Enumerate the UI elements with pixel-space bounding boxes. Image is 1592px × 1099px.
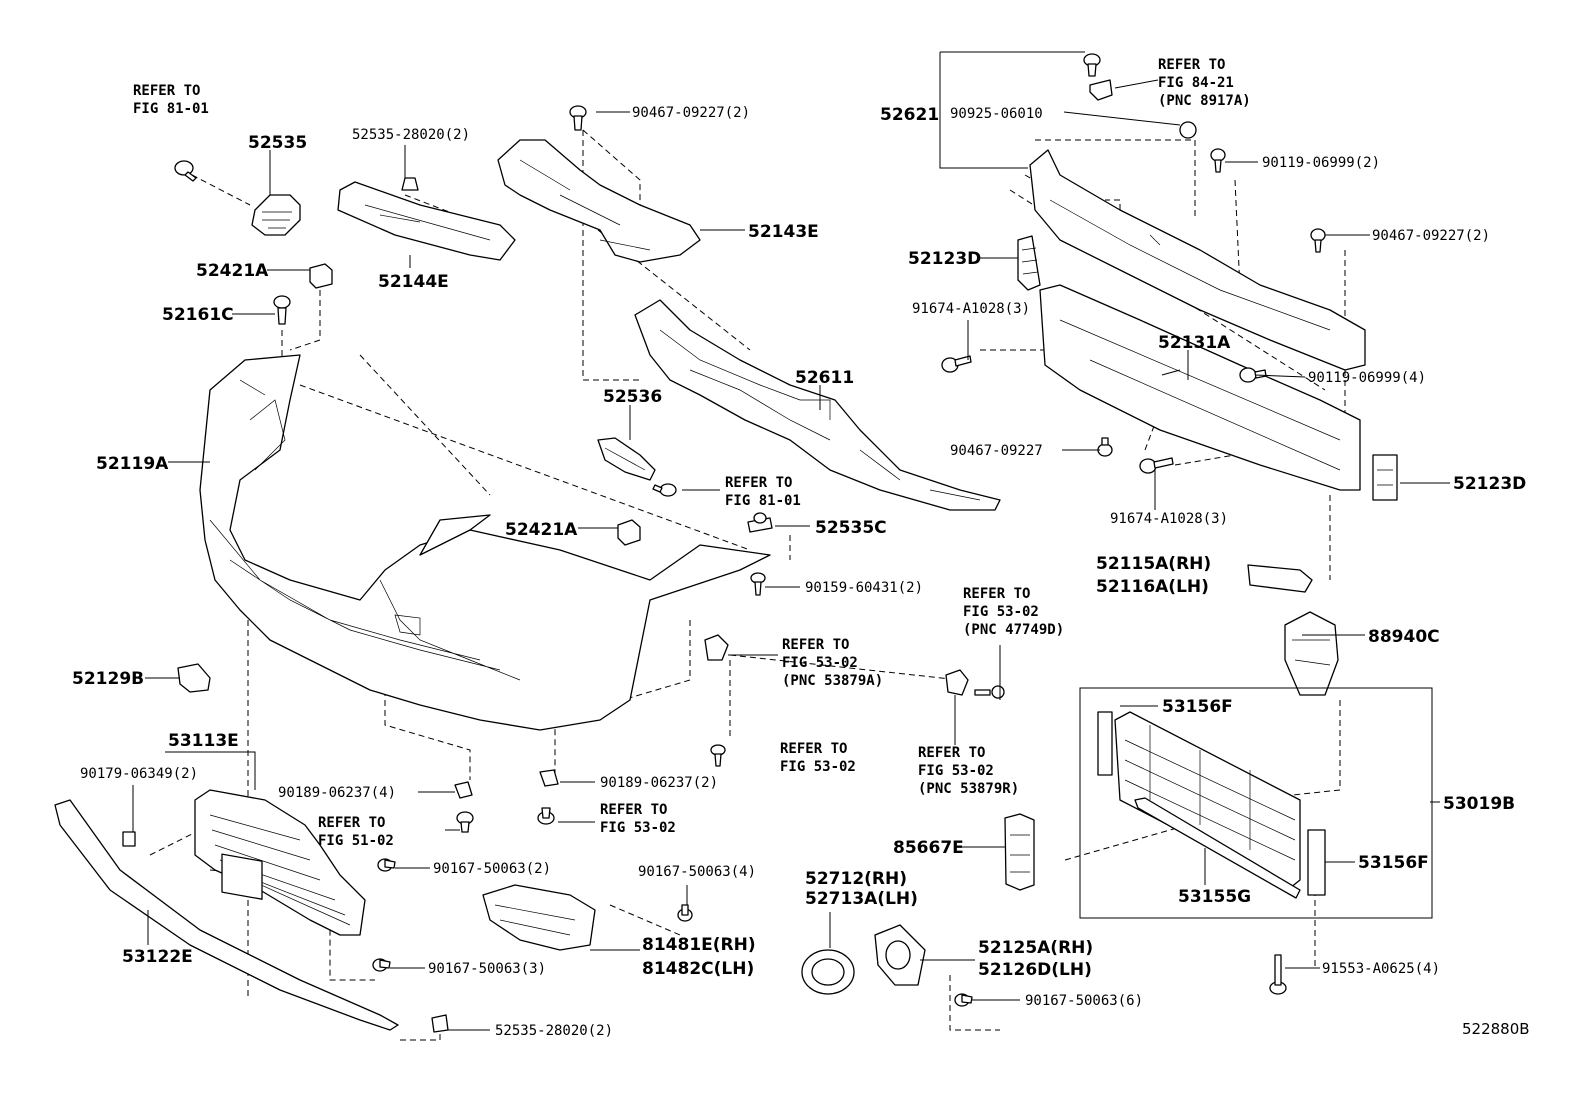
label-90467-09227-mid: 90467-09227 [950, 443, 1043, 459]
refer-note-53-02-a: REFER TO FIG 53-02 [780, 741, 856, 775]
label-52535: 52535 [248, 133, 307, 153]
label-52126D: 52126D(LH) [978, 960, 1092, 980]
part-drawings [54, 53, 1433, 1033]
label-52129B: 52129B [72, 669, 144, 689]
label-90179-06349: 90179-06349(2) [80, 766, 198, 782]
label-90467-09227-right: 90467-09227(2) [1372, 228, 1490, 244]
label-53156F-top: 53156F [1162, 697, 1233, 717]
label-52116A: 52116A(LH) [1096, 577, 1209, 597]
refer-note-81-01-mid: REFER TO FIG 81-01 [725, 475, 801, 509]
reinforcement-52621 [1029, 149, 1366, 371]
label-90159-60431: 90159-60431(2) [805, 580, 923, 596]
refer-note-53-02-53879A: REFER TO FIG 53-02 (PNC 53879A) [782, 637, 883, 689]
label-85667E: 85667E [893, 838, 964, 858]
label-52115A: 52115A(RH) [1096, 554, 1211, 574]
label-52712: 52712(RH) [805, 869, 907, 889]
shutter-frame [1114, 711, 1301, 889]
label-52535-28020-top: 52535-28020(2) [352, 127, 470, 143]
absorber-52144E [337, 181, 516, 261]
label-52131A: 52131A [1158, 333, 1231, 353]
absorber-52131A [1039, 284, 1361, 491]
refer-note-51-02: REFER TO FIG 51-02 [318, 815, 394, 849]
bracket-52535 [251, 194, 301, 236]
label-52161C: 52161C [162, 305, 234, 325]
label-90189-06237-2: 90189-06237(2) [600, 775, 718, 791]
label-90119-06999-4: 90119-06999(4) [1308, 370, 1426, 386]
label-53156F-right: 53156F [1358, 853, 1429, 873]
refer-note-84-21: REFER TO FIG 84-21 (PNC 8917A) [1158, 57, 1251, 109]
grille-53113E [194, 789, 366, 936]
bracket-52143E [497, 139, 701, 263]
bumper-cover-52119A [199, 354, 771, 731]
label-91553-A0625: 91553-A0625(4) [1322, 961, 1440, 977]
label-90119-06999-2: 90119-06999(2) [1262, 155, 1380, 171]
label-52143E: 52143E [748, 222, 819, 242]
label-52611: 52611 [795, 368, 854, 388]
leader-lines [132, 51, 1450, 1031]
label-52123D-top: 52123D [908, 249, 981, 269]
bolt-icon [174, 160, 197, 182]
refer-note-53-02-47749D: REFER TO FIG 53-02 (PNC 47749D) [963, 586, 1064, 638]
pad-52421A [309, 263, 333, 289]
label-52621: 52621 [880, 105, 939, 125]
label-53155G: 53155G [1178, 887, 1251, 907]
diagram-code: 522880B [1462, 1020, 1530, 1038]
label-52421A-mid: 52421A [505, 520, 578, 540]
refer-note-81-01-top: REFER TO FIG 81-01 [133, 83, 209, 117]
bracket-81481E [482, 884, 596, 951]
label-52119A: 52119A [96, 454, 169, 474]
label-53019B: 53019B [1443, 794, 1515, 814]
reference-notes: REFER TO FIG 81-01 REFER TO FIG 84-21 (P… [133, 57, 1251, 849]
clip-52161C [273, 295, 291, 325]
label-90167-50063-6: 90167-50063(6) [1025, 993, 1143, 1009]
label-81482C: 81482C(LH) [642, 959, 754, 979]
label-90167-50063-4: 90167-50063(4) [638, 864, 756, 880]
absorber-52611 [634, 299, 1001, 511]
refer-note-53-02-b: REFER TO FIG 53-02 [600, 802, 676, 836]
label-53122E: 53122E [122, 947, 193, 967]
label-53113E: 53113E [168, 731, 239, 751]
label-81481E: 81481E(RH) [642, 935, 756, 955]
seal-85667E [1004, 813, 1035, 891]
label-52535C: 52535C [815, 518, 887, 538]
part-labels: 52535 52535-28020(2) 90467-09227(2) 5262… [72, 105, 1530, 1039]
cap-52129B [177, 663, 211, 693]
label-52421A-top: 52421A [196, 261, 269, 281]
label-52713A: 52713A(LH) [805, 889, 918, 909]
bracket-52536 [597, 437, 656, 481]
label-52144E: 52144E [378, 272, 449, 292]
trim-53122E [54, 799, 399, 1031]
label-52123D-right: 52123D [1453, 474, 1526, 494]
duct-88940C [1284, 611, 1339, 696]
refer-note-53-02-53879R: REFER TO FIG 53-02 (PNC 53879R) [918, 745, 1019, 797]
label-90167-50063-2: 90167-50063(2) [433, 861, 551, 877]
label-90189-06237-4: 90189-06237(4) [278, 785, 396, 801]
assembly-box-53019B [1079, 687, 1433, 919]
label-52536: 52536 [603, 387, 662, 407]
label-52125A: 52125A(RH) [978, 938, 1093, 958]
label-90925-06010: 90925-06010 [950, 106, 1043, 122]
label-90167-50063-3: 90167-50063(3) [428, 961, 546, 977]
label-90467-09227-top: 90467-09227(2) [632, 105, 750, 121]
label-91674-A1028-top: 91674-A1028(3) [912, 301, 1030, 317]
label-52535-28020-bot: 52535-28020(2) [495, 1023, 613, 1039]
label-88940C: 88940C [1368, 627, 1440, 647]
label-91674-A1028-bot: 91674-A1028(3) [1110, 511, 1228, 527]
